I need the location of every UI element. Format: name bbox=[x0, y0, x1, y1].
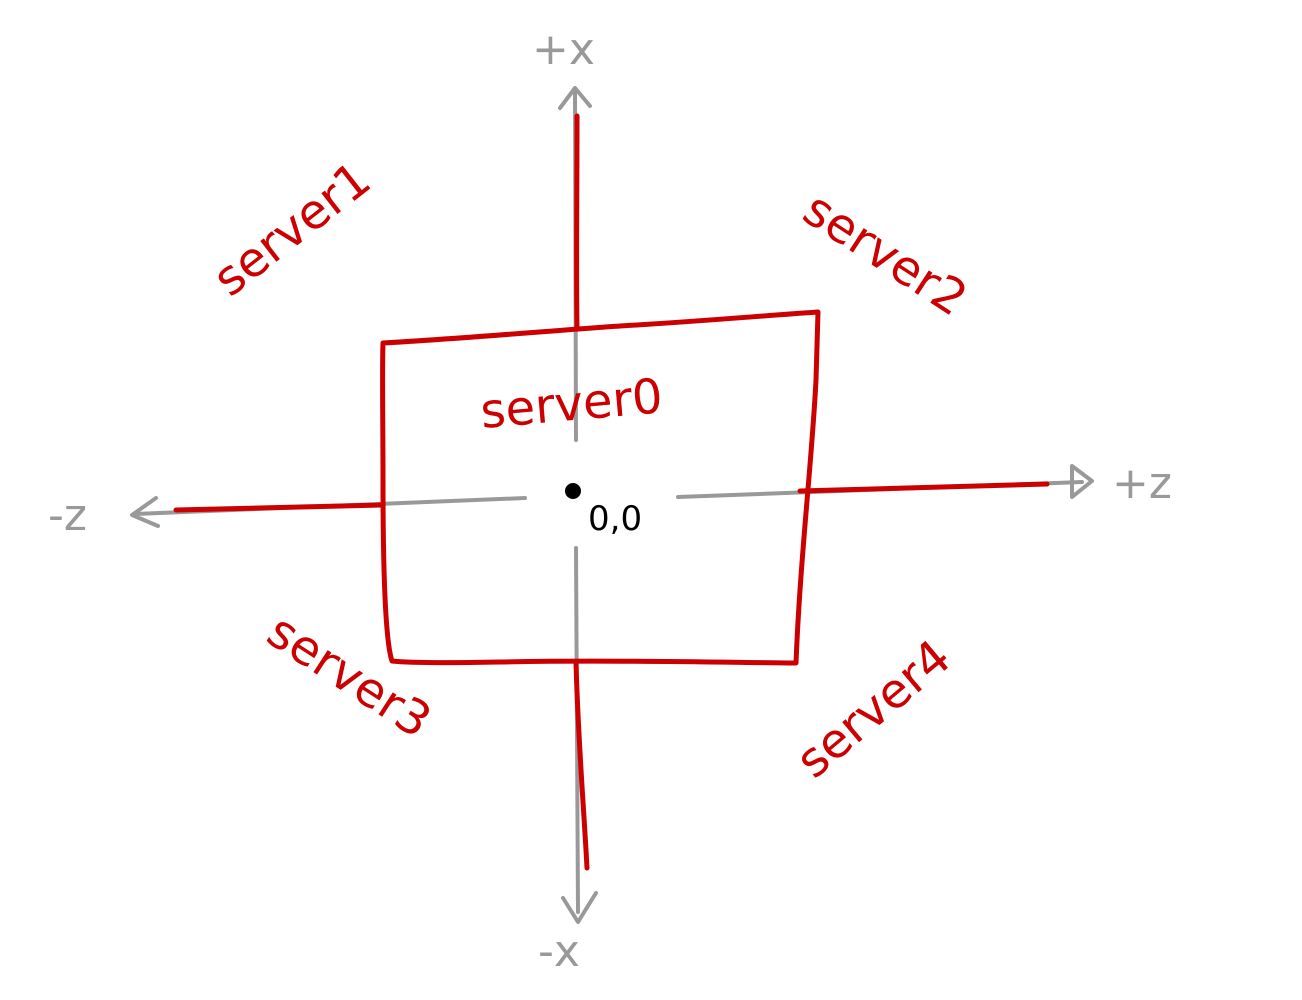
minus-x-arrowhead-icon bbox=[561, 891, 598, 924]
server2-label: server2 bbox=[793, 181, 977, 327]
server0-boundary bbox=[380, 309, 821, 666]
plus-x-arrowhead-icon bbox=[558, 86, 592, 110]
server3-label: server3 bbox=[257, 603, 441, 749]
server1-label: server1 bbox=[203, 151, 381, 307]
axis-arrowheads bbox=[130, 86, 1094, 924]
axis-label-minus-x: -x bbox=[538, 926, 580, 977]
boundary-line-right bbox=[797, 481, 1050, 494]
boundary-line-bottom bbox=[573, 659, 590, 871]
server4-label: server4 bbox=[786, 629, 962, 789]
server0-label: server0 bbox=[478, 368, 665, 440]
server-boundaries bbox=[173, 113, 1050, 871]
axis-label-plus-z: +z bbox=[1112, 458, 1172, 509]
origin-label: 0,0 bbox=[588, 499, 642, 539]
axis-label-plus-x: +x bbox=[532, 24, 595, 75]
axis-label-minus-z: -z bbox=[48, 490, 87, 541]
minus-z-arrowhead-icon bbox=[130, 496, 160, 528]
origin-point bbox=[565, 483, 581, 499]
boundary-line-left bbox=[173, 502, 386, 513]
plus-z-arrowhead-icon bbox=[1070, 464, 1094, 499]
